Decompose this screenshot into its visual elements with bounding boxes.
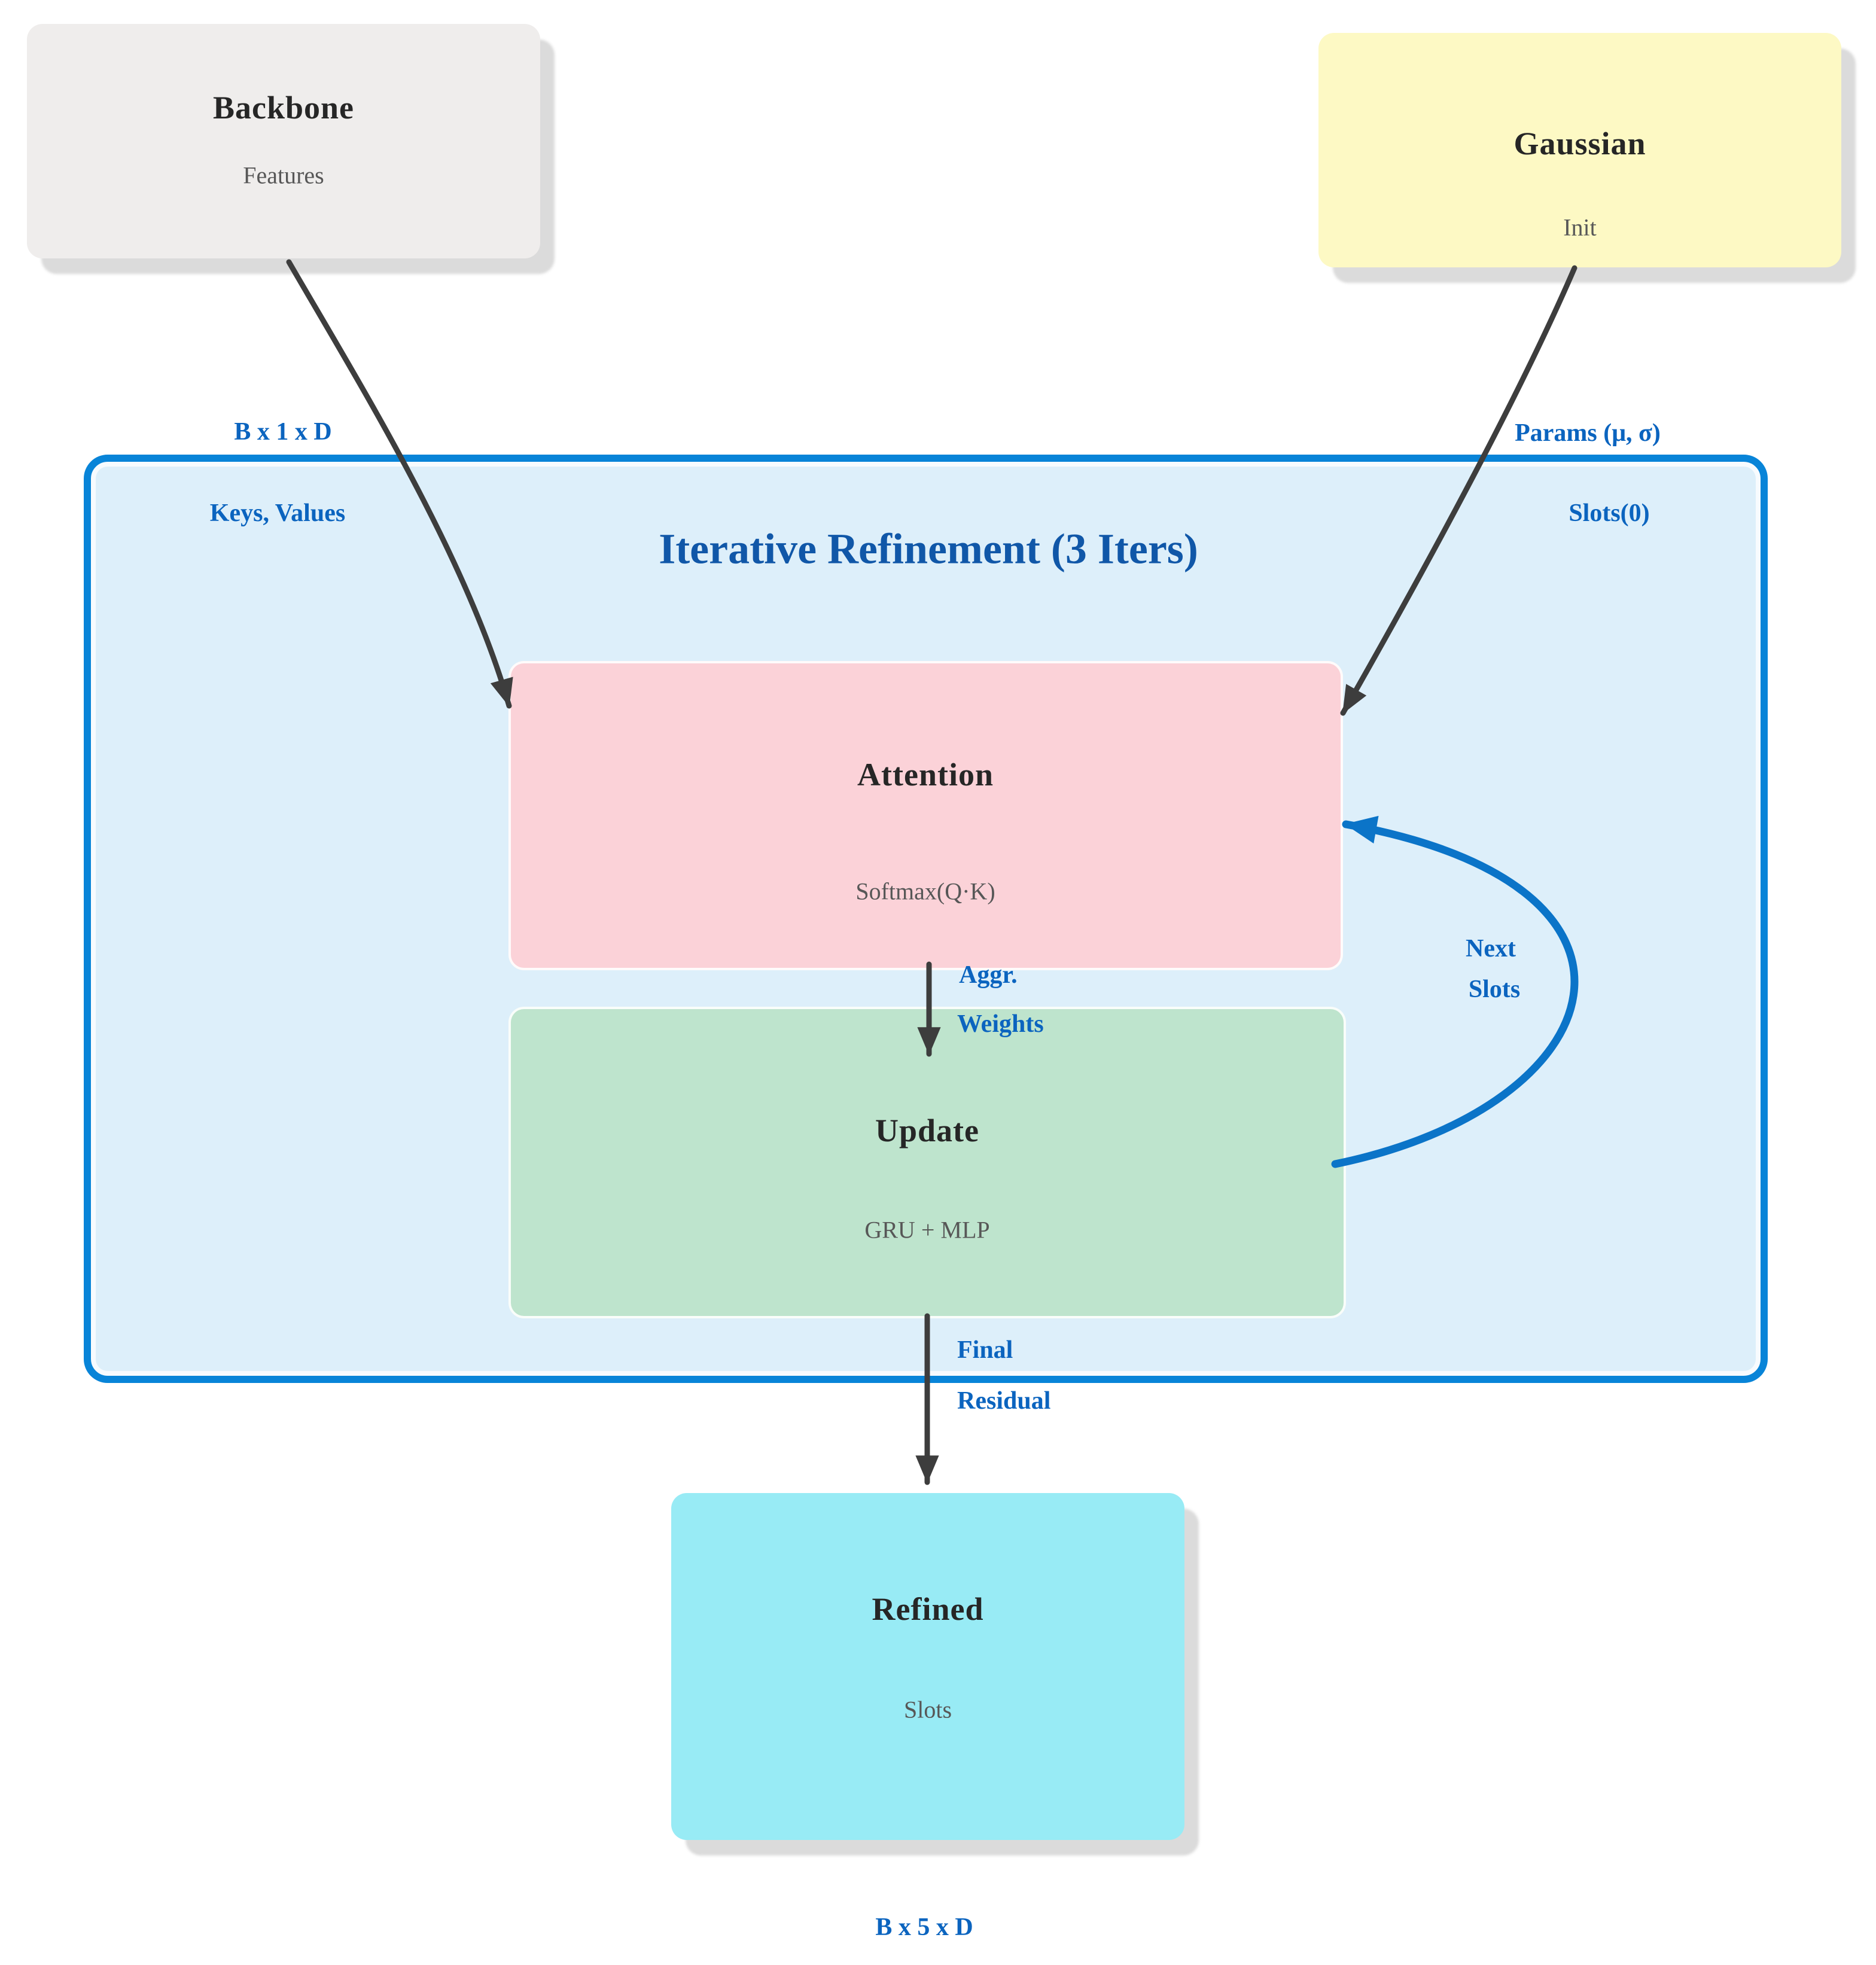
label-backbone-dim: B x 1 x D [234,418,332,446]
label-slots0: Slots(0) [1569,499,1650,527]
label-weights: Weights [957,1010,1044,1038]
label-residual: Residual [957,1387,1051,1415]
update-box [508,1007,1346,1318]
update-title: Update [875,1113,980,1148]
attention-box [508,661,1343,970]
label-params: Params (μ, σ) [1515,419,1661,447]
container-title: Iterative Refinement (3 Iters) [659,525,1198,573]
label-refined-dim: B x 5 x D [875,1914,973,1941]
backbone-title: Backbone [212,90,355,126]
backbone-box [27,24,540,258]
label-next: Next [1466,935,1516,962]
gaussian-subtitle: Init [1563,214,1597,241]
label-keys-values: Keys, Values [209,499,346,527]
refined-title: Refined [872,1591,984,1627]
attention-title: Attention [857,757,994,793]
backbone-subtitle: Features [243,162,324,189]
refined-subtitle: Slots [903,1696,952,1723]
label-final: Final [957,1336,1013,1364]
update-subtitle: GRU + MLP [864,1216,990,1244]
attention-subtitle: Softmax(Q·K) [855,878,995,905]
label-next-slots: Slots [1468,976,1521,1003]
gaussian-box [1318,33,1841,267]
label-aggr: Aggr. [959,961,1018,989]
refined-box [671,1493,1184,1840]
gaussian-title: Gaussian [1513,126,1646,162]
